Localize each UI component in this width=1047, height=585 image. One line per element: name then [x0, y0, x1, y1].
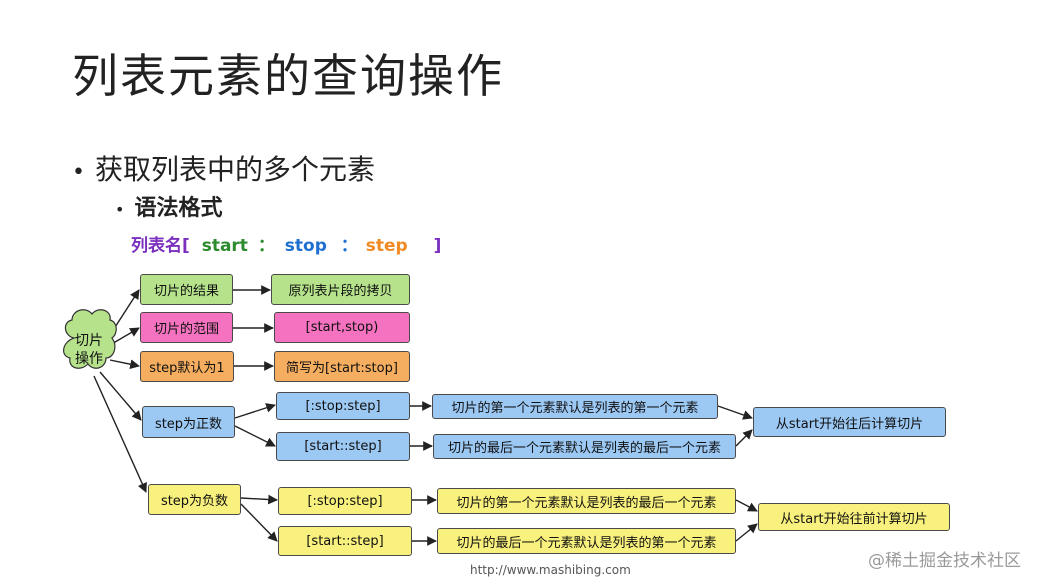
syntax-list-name: 列表名[ — [131, 236, 190, 256]
node-neg-start-step-desc: 切片的最后一个元素默认是列表的第一个元素 — [437, 528, 736, 554]
bullet-level-2: • 语法格式 — [115, 193, 222, 226]
node-neg-start-step: [start::step] — [278, 526, 412, 556]
syntax-step: step — [365, 236, 408, 256]
node-pos-start-step: [start::step] — [276, 432, 410, 461]
node-range-desc: [start,stop) — [274, 312, 410, 343]
slide-title: 列表元素的查询操作 — [72, 49, 504, 103]
edge-pos-a — [234, 403, 276, 419]
syntax-line: 列表名[ start ： stop ： step ] — [131, 232, 441, 260]
edge-neg-b-result — [735, 523, 758, 542]
node-neg-stop-step-desc: 切片的第一个元素默认是列表的最后一个元素 — [437, 488, 736, 514]
root-label-line-2: 操作 — [75, 351, 103, 367]
node-step-positive: step为正数 — [142, 406, 235, 438]
node-pos-start-step-desc: 切片的最后一个元素默认是列表的最后一个元素 — [433, 434, 736, 459]
watermark: @稀土掘金技术社区 — [868, 551, 1021, 571]
node-step-default: step默认为1 — [140, 351, 234, 382]
node-range: 切片的范围 — [140, 312, 233, 343]
bullet-dot: • — [115, 200, 125, 219]
node-result-desc: 原列表片段的拷贝 — [271, 274, 410, 305]
edge-pos-b — [234, 425, 276, 447]
edge-neg-a — [240, 494, 278, 505]
edge-pos-b-result — [735, 429, 753, 447]
edge-root-step-pos — [99, 371, 142, 421]
node-neg-result: 从start开始往前计算切片 — [758, 503, 950, 531]
edge-root-step-default — [109, 359, 140, 370]
bullet-2-text: 语法格式 — [134, 196, 223, 221]
syntax-stop: stop — [284, 236, 327, 256]
node-neg-stop-step: [:stop:step] — [278, 487, 412, 515]
root-label-line-1: 切片 — [75, 333, 103, 349]
node-step-negative: step为负数 — [148, 484, 241, 515]
edge-neg-a-result — [735, 499, 758, 512]
footer-url: http://www.mashibing.com — [470, 563, 631, 577]
node-step-default-desc: 简写为[start:stop] — [274, 351, 410, 382]
edge-pos-a-result — [717, 405, 753, 420]
root-cloud-shape — [63, 309, 117, 369]
edge-root-step-neg — [93, 375, 147, 493]
node-pos-result: 从start开始往后计算切片 — [753, 407, 946, 437]
node-result: 切片的结果 — [140, 274, 233, 305]
syntax-colon-1: ： — [257, 236, 275, 256]
syntax-close-bracket: ] — [433, 236, 442, 256]
bullet-level-1: • 获取列表中的多个元素 — [72, 150, 375, 193]
root-node-label: 切片 操作 — [66, 332, 112, 368]
node-pos-stop-step-desc: 切片的第一个元素默认是列表的第一个元素 — [432, 394, 718, 419]
bullet-dot: • — [72, 160, 85, 185]
bullet-1-text: 获取列表中的多个元素 — [94, 153, 375, 186]
syntax-start: start — [201, 236, 248, 256]
syntax-colon-2: ： — [340, 236, 358, 256]
node-pos-stop-step: [:stop:step] — [276, 392, 410, 420]
edge-neg-b — [240, 503, 278, 542]
